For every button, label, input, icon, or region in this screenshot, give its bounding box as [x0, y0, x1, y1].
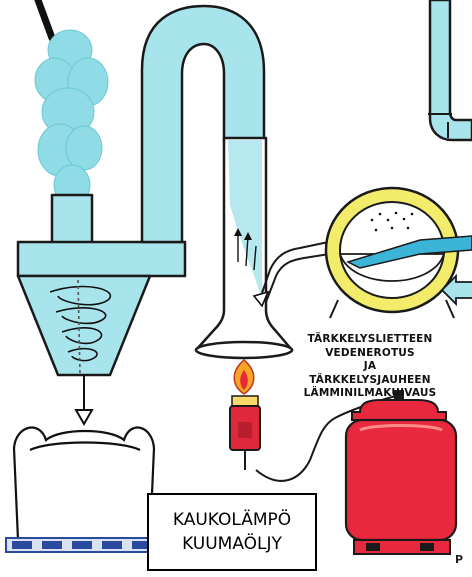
gas-bottle-icon: [346, 390, 456, 554]
process-caption: TÄRKKELYSLIETTEEN VEDENEROTUS JA TÄRKKEL…: [266, 333, 472, 401]
water-pipe: [428, 0, 472, 140]
powder-sack-icon: [14, 428, 154, 540]
arrow-icon: [76, 375, 92, 424]
steam-cloud-icon: [35, 30, 108, 205]
energy-source-label: KAUKOLÄMPÖ KUUMAÖLJY: [147, 493, 317, 571]
pallet-icon: [6, 538, 158, 552]
energy-line-2: KUUMAÖLJY: [182, 532, 282, 556]
energy-line-1: KAUKOLÄMPÖ: [173, 508, 291, 532]
caption-line-2: VEDENEROTUS: [266, 347, 472, 361]
caption-line-3: JA: [266, 360, 472, 374]
caption-line-1: TÄRKKELYSLIETTEEN: [266, 333, 472, 347]
burner-icon: [230, 396, 260, 470]
edge-text: P: [455, 553, 463, 566]
caption-line-5: LÄMMINILMAKUIVAUS: [266, 387, 472, 401]
drying-tower-icon: [196, 138, 292, 358]
flame-icon: [234, 360, 254, 394]
chimney-pipe-icon: [38, 0, 52, 38]
caption-line-4: TÄRKKELYSJAUHEEN: [266, 374, 472, 388]
